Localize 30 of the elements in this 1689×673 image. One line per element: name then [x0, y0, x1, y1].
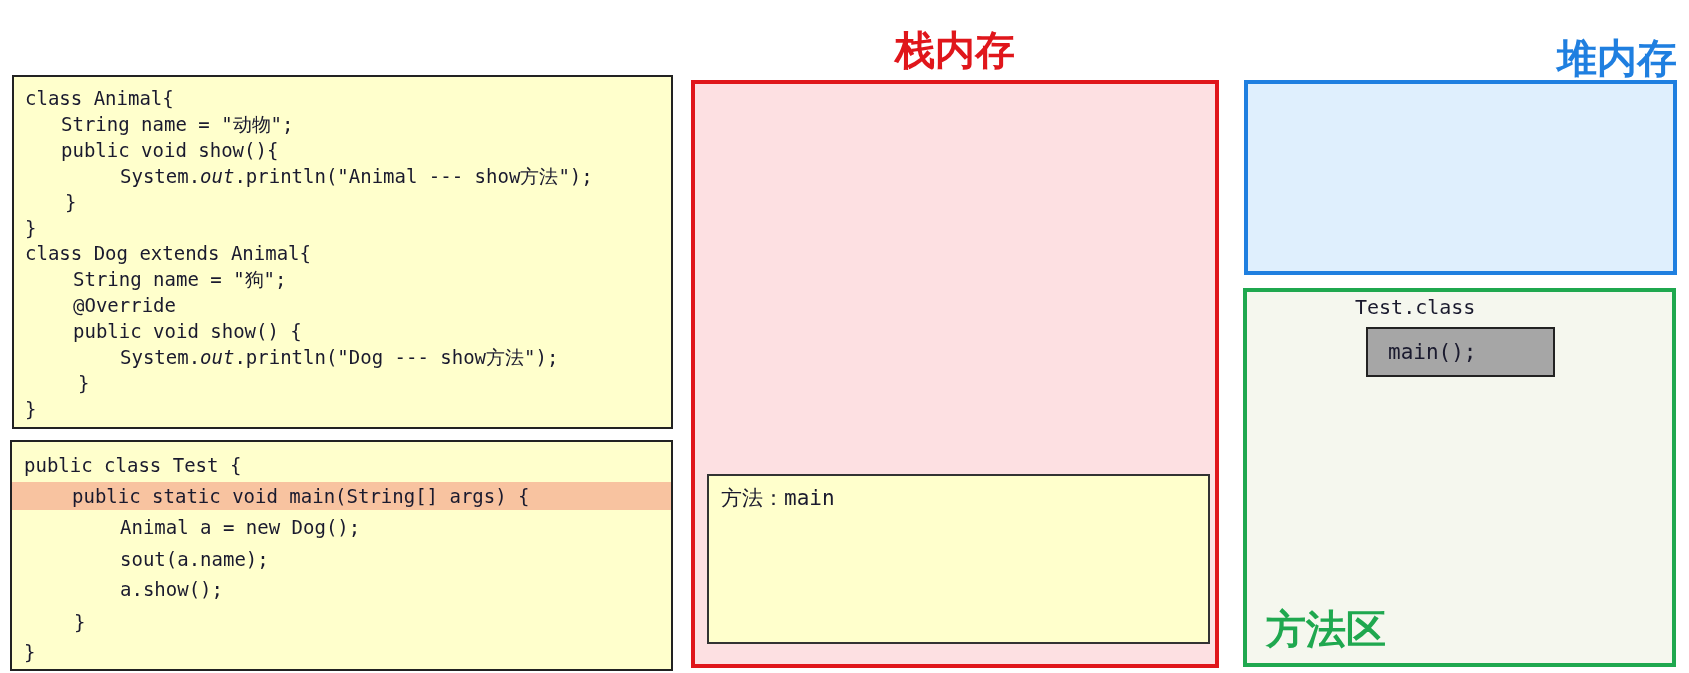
stack-frame-box	[707, 474, 1210, 644]
code-line: public void show() {	[73, 319, 302, 344]
frame-label: 方法：main	[721, 486, 835, 510]
area-title: 方法区	[1266, 605, 1386, 653]
code-box	[10, 440, 673, 671]
code-line: System.out.println("Dog --- show方法");	[120, 345, 559, 369]
area-title: 堆内存	[1557, 34, 1677, 82]
method-label: main();	[1388, 340, 1477, 364]
code-line: }	[25, 215, 37, 240]
code-line: Animal a = new Dog();	[120, 515, 361, 539]
code-line: sout(a.name);	[120, 547, 269, 571]
code-line: String name = "狗";	[73, 267, 287, 292]
code-line: }	[24, 640, 36, 664]
code-line: }	[74, 610, 86, 634]
code-line: String name = "动物";	[61, 111, 294, 136]
area-title: 栈内存	[893, 26, 1016, 74]
code-line: class Animal{	[25, 86, 174, 110]
code-line: @Override	[73, 293, 176, 318]
code-line: }	[78, 370, 90, 395]
code-line: }	[65, 189, 77, 214]
code-line: class Dog extends Animal{	[25, 241, 311, 266]
code-line: public class Test {	[24, 453, 242, 477]
code-box	[12, 75, 673, 429]
code-line: public void show(){	[61, 137, 279, 162]
code-line: System.out.println("Animal --- show方法");	[120, 163, 593, 188]
method-area	[1243, 288, 1676, 667]
code-line: a.show();	[120, 577, 223, 601]
method-box	[1366, 327, 1555, 377]
class-name-label: Test.class	[1355, 295, 1476, 319]
code-line: }	[25, 396, 37, 421]
